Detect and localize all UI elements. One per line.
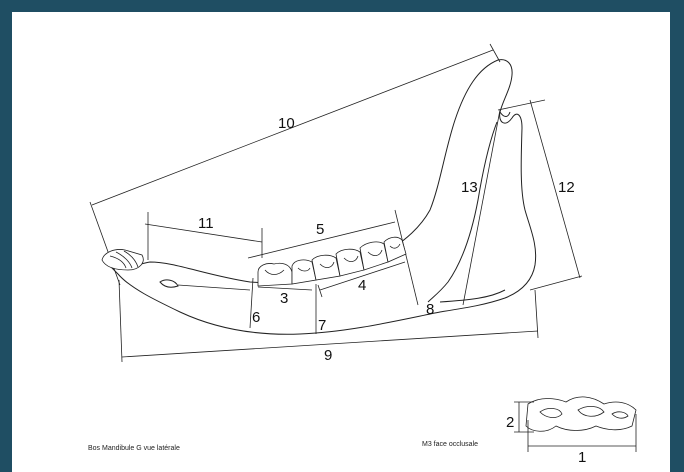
label-6: 6 (252, 309, 260, 326)
label-12: 12 (558, 179, 575, 196)
m3-inset: 2 1 (506, 396, 637, 466)
ramus-inner-contour (427, 121, 498, 303)
incisors (101, 249, 144, 271)
caption-inset: M3 face occlusale (422, 441, 478, 448)
mental-foramen (159, 279, 179, 288)
label-7: 7 (318, 317, 326, 334)
label-13: 13 (461, 179, 478, 196)
condyle-notch (499, 111, 511, 117)
caption-main: Bos Mandibule G vue latérale (88, 445, 180, 452)
measure-line-12-bottom-tick (529, 275, 583, 291)
label-1: 1 (578, 449, 586, 466)
mandible-outline (110, 59, 537, 335)
measure-line-4-left-tick (317, 284, 323, 298)
measure-line-9 (121, 330, 539, 358)
label-10: 10 (278, 115, 295, 132)
measure-line-13 (462, 109, 501, 306)
measure-line-4 (319, 261, 406, 291)
label-11: 11 (198, 215, 214, 232)
measure-line-3 (257, 286, 313, 291)
diagram-page (12, 12, 670, 472)
label-9: 9 (324, 347, 332, 364)
label-3: 3 (280, 290, 288, 307)
canal-line (177, 284, 251, 291)
measure-line-9-right-tick (534, 289, 539, 339)
cheek-teeth (257, 236, 407, 287)
measure-line-9-left-tick (118, 279, 123, 363)
label-8: 8 (426, 301, 434, 318)
label-4: 4 (358, 277, 366, 294)
m3-occlusal-outline (525, 396, 637, 432)
measure-line-12 (529, 99, 581, 279)
measure-line-5 (247, 221, 396, 259)
measure-line-12-top-tick (497, 99, 546, 111)
measure-line-10-left-tick (89, 201, 121, 286)
measure-line-10-right-tick (489, 43, 501, 63)
measure-line-11 (144, 223, 263, 243)
label-5: 5 (316, 221, 324, 238)
label-2: 2 (506, 414, 514, 431)
measure-line-6 (249, 277, 254, 329)
measure-line-5-right-tick (394, 209, 419, 306)
measure-line-10 (91, 49, 494, 206)
mandible-lower-inner-edge (439, 289, 506, 303)
